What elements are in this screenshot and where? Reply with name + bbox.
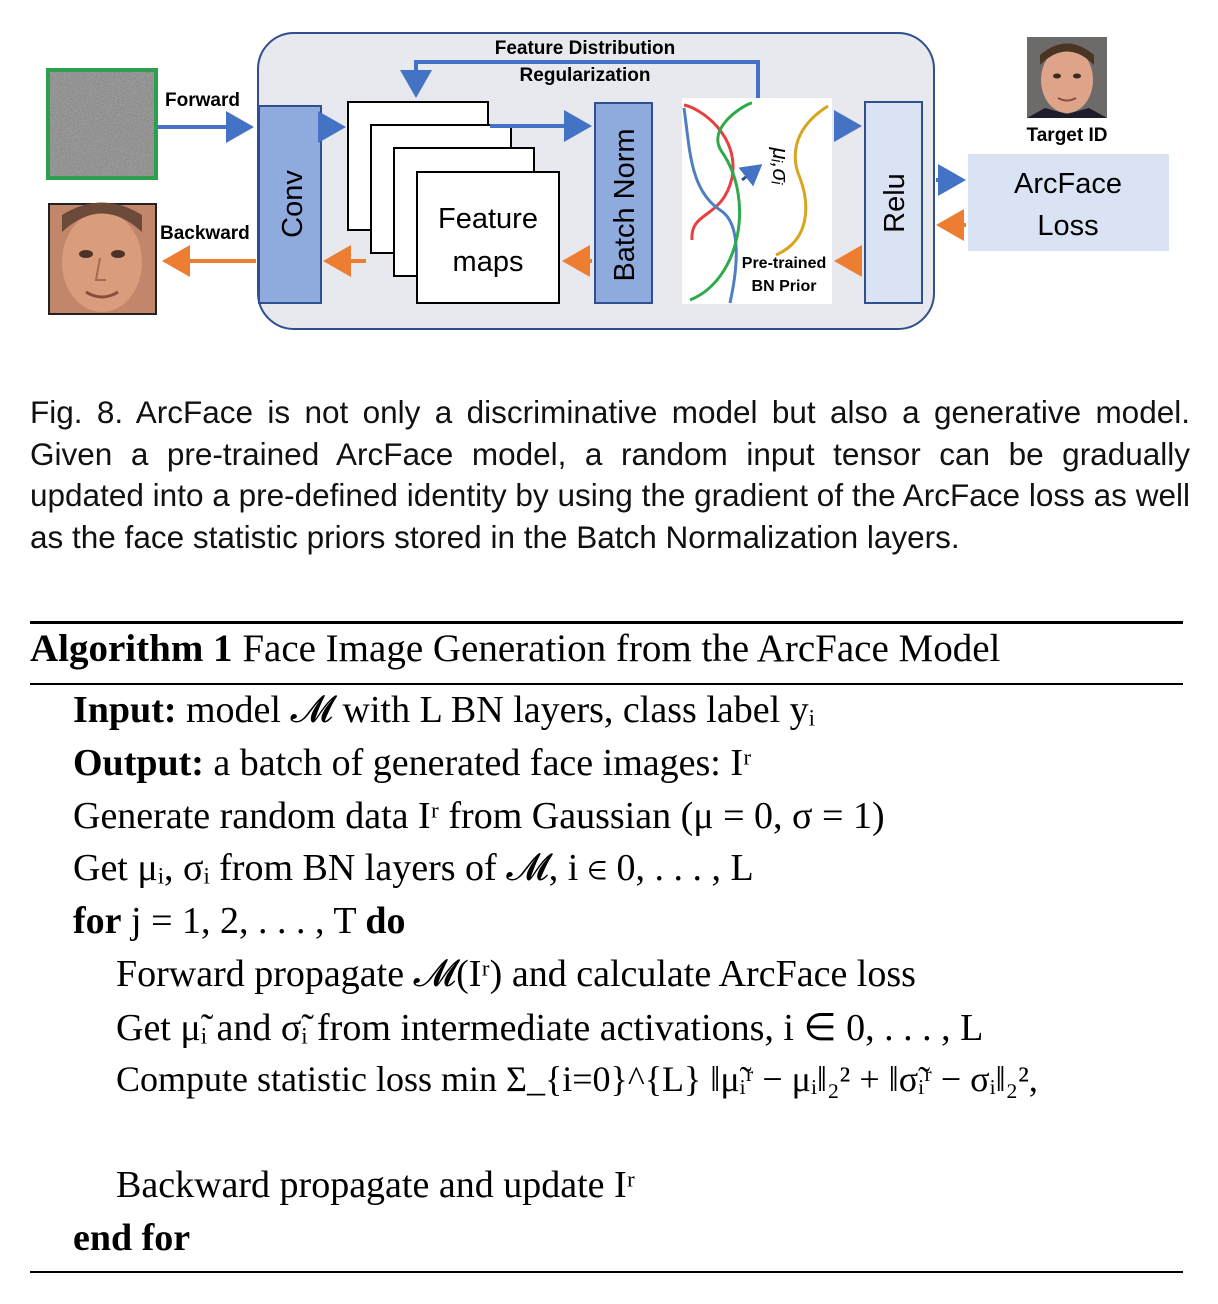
for-keyword: for bbox=[73, 900, 122, 942]
algorithm-title-text: Face Image Generation from the ArcFace M… bbox=[242, 627, 1001, 670]
algorithm-output-line: Output: a batch of generated face images… bbox=[73, 741, 751, 785]
algorithm-end-for-line: end for bbox=[73, 1216, 190, 1260]
for-range: j = 1, 2, . . . , T bbox=[131, 900, 356, 942]
arcface-loss-label-line2: Loss bbox=[1037, 210, 1098, 242]
conv-layer: Conv bbox=[258, 105, 322, 304]
bn-prior-distributions: μᵢ,σᵢ Pre-trained BN Prior bbox=[682, 98, 832, 304]
algorithm-number: Algorithm 1 bbox=[30, 627, 233, 670]
input-keyword: Input: bbox=[73, 689, 177, 731]
algorithm-input-line: Input: model 𝓜 with L BN layers, class l… bbox=[73, 688, 815, 732]
figure-caption-text: Fig. 8. ArcFace is not only a discrimina… bbox=[30, 394, 1190, 555]
conv-label: Conv bbox=[277, 170, 309, 238]
backward-label: Backward bbox=[160, 223, 250, 244]
bn-prior-label-line1: Pre-trained bbox=[742, 255, 826, 272]
generated-face-image bbox=[48, 202, 157, 315]
algorithm-top-rule bbox=[30, 621, 1183, 624]
algorithm-get-tilde-line: Get μ̃ᵢ and σ̃ᵢ from intermediate activa… bbox=[116, 1007, 984, 1049]
input-text: model 𝓜 with L BN layers, class label yᵢ bbox=[186, 689, 815, 731]
relu-label: Relu bbox=[879, 173, 911, 233]
forward-label: Forward bbox=[165, 90, 240, 111]
feature-distribution-label: Feature Distribution bbox=[495, 38, 676, 59]
algorithm-bottom-rule bbox=[30, 1271, 1183, 1273]
bn-prior-label-line2: BN Prior bbox=[752, 278, 817, 295]
algorithm-forward-line: Forward propagate 𝓜(Iʳ) and calculate Ar… bbox=[116, 953, 916, 995]
figure-caption: Fig. 8. ArcFace is not only a discrimina… bbox=[30, 392, 1190, 558]
mu-sigma-label: μᵢ,σᵢ bbox=[768, 147, 793, 185]
target-id-label: Target ID bbox=[1027, 125, 1108, 146]
relu-layer: Relu bbox=[864, 101, 923, 304]
algorithm-title: Algorithm 1 Face Image Generation from t… bbox=[30, 626, 1000, 671]
output-text: a batch of generated face images: Iʳ bbox=[213, 742, 752, 784]
algorithm-header-rule bbox=[30, 683, 1183, 685]
algorithm-backward-line: Backward propagate and update Iʳ bbox=[116, 1164, 635, 1206]
algorithm-generate-line: Generate random data Iʳ from Gaussian (μ… bbox=[73, 795, 885, 837]
random-noise-input-image bbox=[46, 68, 158, 180]
algorithm-compute-line: Compute statistic loss min Σ_{i=0}^{L} ‖… bbox=[116, 1059, 1038, 1099]
regularization-label: Regularization bbox=[520, 65, 651, 86]
output-keyword: Output: bbox=[73, 742, 204, 784]
batch-norm-label: Batch Norm bbox=[609, 128, 641, 281]
batch-norm-layer: Batch Norm bbox=[594, 102, 653, 304]
algorithm-get-stats-line: Get μᵢ, σᵢ from BN layers of 𝓜, i ∈ 0, .… bbox=[73, 847, 754, 889]
end-for-keyword: end for bbox=[73, 1217, 191, 1259]
arcface-loss-box: ArcFace Loss bbox=[968, 154, 1169, 251]
feature-maps-label-line2: maps bbox=[453, 246, 524, 278]
do-keyword: do bbox=[365, 900, 406, 942]
target-id-face-image bbox=[1027, 37, 1107, 118]
algorithm-for-line: for j = 1, 2, . . . , T do bbox=[73, 899, 406, 943]
feature-maps-stack: Feature maps bbox=[347, 101, 560, 304]
arcface-generation-diagram: Feature Distribution Regularization Forw… bbox=[46, 32, 1169, 330]
arcface-loss-label-line1: ArcFace bbox=[1014, 168, 1122, 200]
feature-maps-label-line1: Feature bbox=[438, 203, 538, 235]
regularization-arrow bbox=[400, 60, 760, 98]
